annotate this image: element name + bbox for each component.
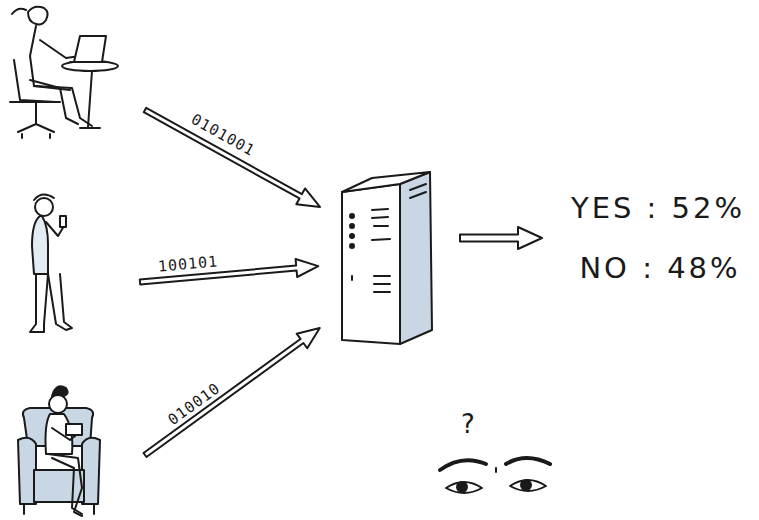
puzzled-eyes [440,458,550,493]
person-phone [30,194,72,332]
server-tower [342,172,432,344]
result-arrow [460,227,542,249]
data-arrow [141,102,325,215]
poll-result: NO : 48% [579,251,740,285]
data-arrow [140,321,325,463]
person-laptop [10,7,118,138]
binary-stream: 100101 [157,252,219,275]
poll-result: YES : 52% [571,191,745,225]
question-mark: ? [461,409,475,439]
person-armchair [18,386,100,516]
